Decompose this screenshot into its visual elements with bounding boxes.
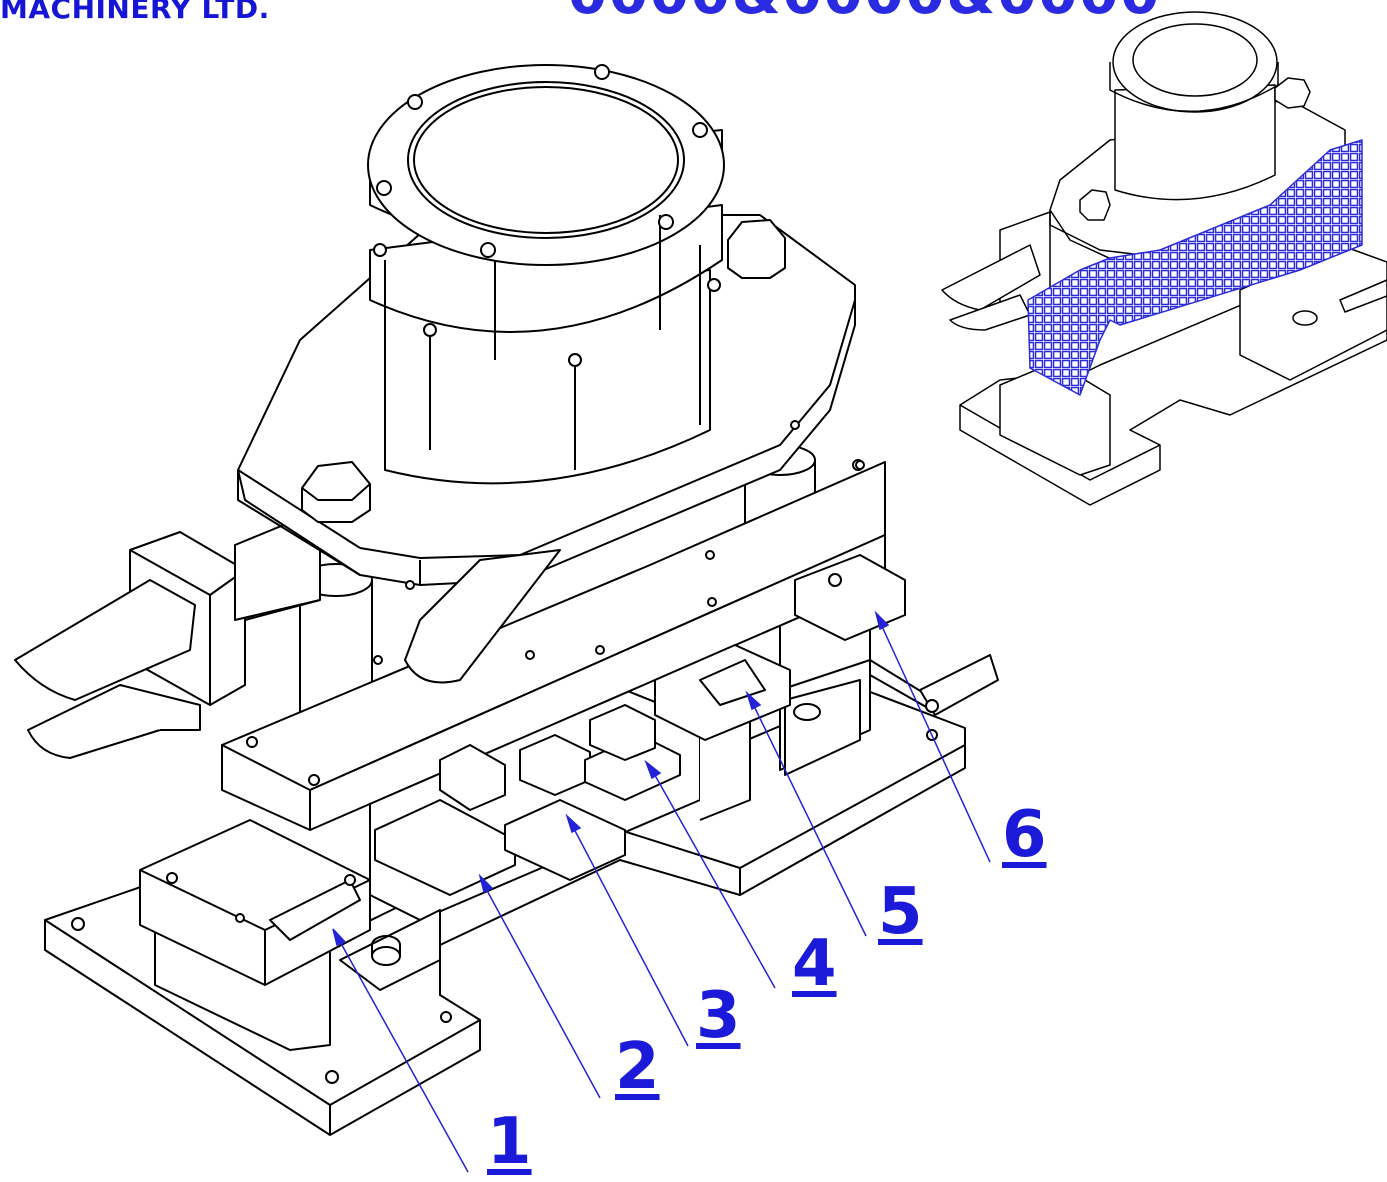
leader-arrow-2	[478, 873, 494, 894]
leader-line-4	[651, 769, 776, 989]
leader-lines	[332, 610, 991, 1173]
callout-1: 1	[487, 1105, 532, 1179]
die-stations	[374, 554, 906, 896]
left-front-block	[139, 819, 371, 1051]
inset-machine	[941, 11, 1387, 506]
callout-2: 2	[615, 1030, 660, 1104]
callout-5: 5	[878, 875, 923, 949]
leader-arrow-4	[644, 759, 662, 780]
hex-nuts	[301, 219, 786, 523]
lever-shaft	[869, 654, 999, 716]
leader-line-6	[879, 621, 991, 863]
leader-line-1	[337, 937, 469, 1173]
leader-arrow-3	[565, 813, 582, 834]
brand-text: MACHINERY LTD.	[0, 0, 270, 25]
highlight-region	[1027, 139, 1363, 396]
leader-arrow-1	[332, 928, 347, 946]
plate-holes	[373, 420, 865, 665]
leader-line-2	[483, 884, 601, 1099]
cylinder-housing	[367, 64, 725, 485]
callout-6: 6	[1002, 798, 1047, 872]
main-machine	[14, 64, 999, 1136]
callout-3: 3	[696, 979, 741, 1053]
leader-arrow-5	[745, 690, 762, 711]
leader-line-3	[571, 824, 689, 1047]
base-pin	[339, 909, 441, 991]
header-code-text: 0000&0000&0000	[568, 0, 1161, 27]
callout-4: 4	[792, 927, 837, 1001]
feed-chute	[14, 509, 321, 759]
leader-arrow-6	[874, 610, 890, 631]
leader-line-5	[751, 701, 867, 937]
